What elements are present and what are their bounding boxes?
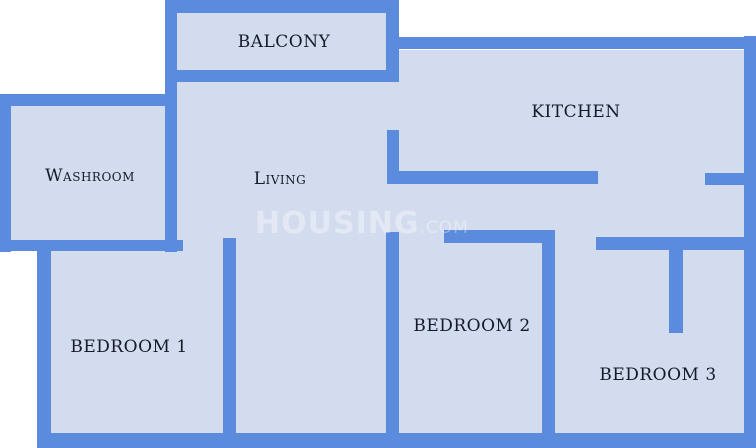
room-label-washroom: Washroom: [45, 166, 135, 186]
balcony-wall-bottom: [165, 70, 399, 82]
bedroom2-wall-right: [542, 230, 555, 448]
housing-watermark: HOUSING.COM: [255, 206, 469, 241]
washroom-wall-top: [0, 94, 177, 106]
balcony-wall-top: [165, 0, 399, 13]
room-label-bedroom1: BEDROOM 1: [70, 337, 188, 357]
bedroom3-closet-wall: [669, 237, 683, 333]
kitchen-wall-top: [386, 37, 756, 49]
living-wall-left: [165, 82, 177, 252]
washroom-wall-left: [0, 94, 11, 252]
washroom-wall-bottom: [0, 240, 183, 251]
bedroom2-wall-top: [444, 230, 555, 243]
kitchen-stub-right: [705, 173, 750, 185]
room-label-kitchen: KITCHEN: [531, 102, 621, 122]
room-label-living: Living: [253, 169, 307, 189]
washroom-floor: [11, 106, 165, 240]
kitchen-partition-horizontal: [387, 171, 598, 184]
bedroom1-floor: [50, 250, 226, 440]
kitchen-partition-vertical: [387, 130, 399, 184]
bedroom1-wall-right: [223, 238, 236, 448]
bedroom2-wall-left: [386, 232, 399, 448]
exterior-wall-bottom: [37, 433, 756, 448]
bedroom1-wall-left: [37, 250, 51, 448]
room-label-balcony: BALCONY: [237, 32, 331, 52]
room-label-bedroom3: BEDROOM 3: [599, 365, 717, 385]
room-label-bedroom2: BEDROOM 2: [413, 316, 531, 336]
